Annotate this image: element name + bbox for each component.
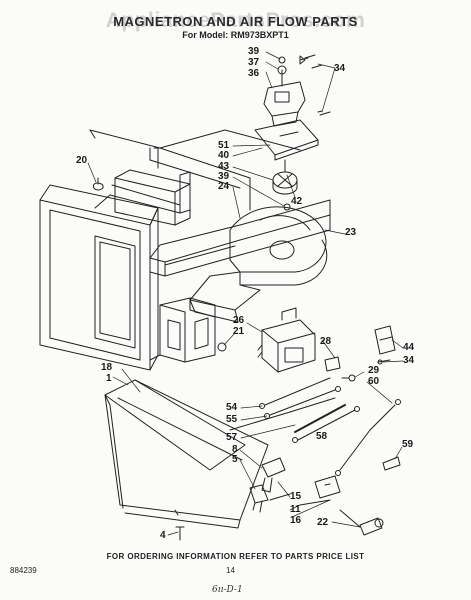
callout-44: 44 bbox=[403, 342, 415, 353]
callout-59: 59 bbox=[402, 439, 414, 450]
callout-28: 28 bbox=[320, 336, 332, 347]
callout-18: 18 bbox=[101, 362, 113, 373]
callout-22: 22 bbox=[317, 517, 329, 528]
callout-11: 11 bbox=[290, 504, 301, 515]
callout-57: 57 bbox=[226, 432, 238, 443]
wire-leads bbox=[229, 377, 401, 476]
callout-39-mid: 39 bbox=[218, 171, 230, 182]
callout-51: 51 bbox=[218, 140, 230, 151]
document-number: 884239 bbox=[10, 566, 37, 575]
callout-37: 37 bbox=[248, 57, 260, 68]
callout-5: 5 bbox=[232, 454, 238, 465]
air-guide-duct bbox=[149, 199, 331, 277]
callout-20: 20 bbox=[76, 155, 88, 166]
high-voltage-transformer bbox=[149, 297, 227, 371]
callout-8: 8 bbox=[232, 444, 238, 455]
blower-housing bbox=[189, 206, 328, 323]
callout-21: 21 bbox=[233, 326, 245, 337]
callout-40: 40 bbox=[218, 150, 230, 161]
handwritten-mark: 6ıı-D-1 bbox=[212, 585, 243, 595]
callout-39-top: 39 bbox=[248, 46, 260, 57]
callout-34-right: 34 bbox=[403, 355, 415, 366]
callout-34-top: 34 bbox=[334, 63, 346, 74]
callout-42: 42 bbox=[291, 196, 303, 207]
callout-15: 15 bbox=[290, 491, 302, 502]
model-line: For Model: RM973BXPT1 bbox=[182, 30, 289, 40]
callout-16: 16 bbox=[290, 515, 302, 526]
callout-1: 1 bbox=[106, 373, 112, 384]
door-interlock-switches bbox=[249, 456, 401, 536]
callout-60: 60 bbox=[368, 376, 380, 387]
callout-54: 54 bbox=[226, 402, 238, 413]
callout-29: 29 bbox=[368, 365, 380, 376]
leader-lines bbox=[87, 51, 404, 536]
thermal-cutout bbox=[324, 325, 396, 382]
callout-58: 58 bbox=[316, 431, 328, 442]
magnetron bbox=[257, 307, 316, 373]
fan-motor-assembly bbox=[254, 54, 331, 211]
callout-4: 4 bbox=[160, 530, 166, 541]
callout-24: 24 bbox=[218, 181, 230, 192]
page-number: 14 bbox=[226, 566, 235, 575]
cabinet-outline bbox=[39, 129, 301, 371]
callout-43: 43 bbox=[218, 161, 230, 172]
callout-26: 26 bbox=[233, 315, 245, 326]
loose-screws bbox=[92, 147, 163, 191]
callout-23: 23 bbox=[345, 227, 357, 238]
diagram-title: MAGNETRON AND AIR FLOW PARTS bbox=[113, 14, 358, 29]
ordering-note: FOR ORDERING INFORMATION REFER TO PARTS … bbox=[106, 552, 365, 561]
base-plate bbox=[104, 379, 269, 541]
callout-55: 55 bbox=[226, 414, 238, 425]
callout-36: 36 bbox=[248, 68, 260, 79]
